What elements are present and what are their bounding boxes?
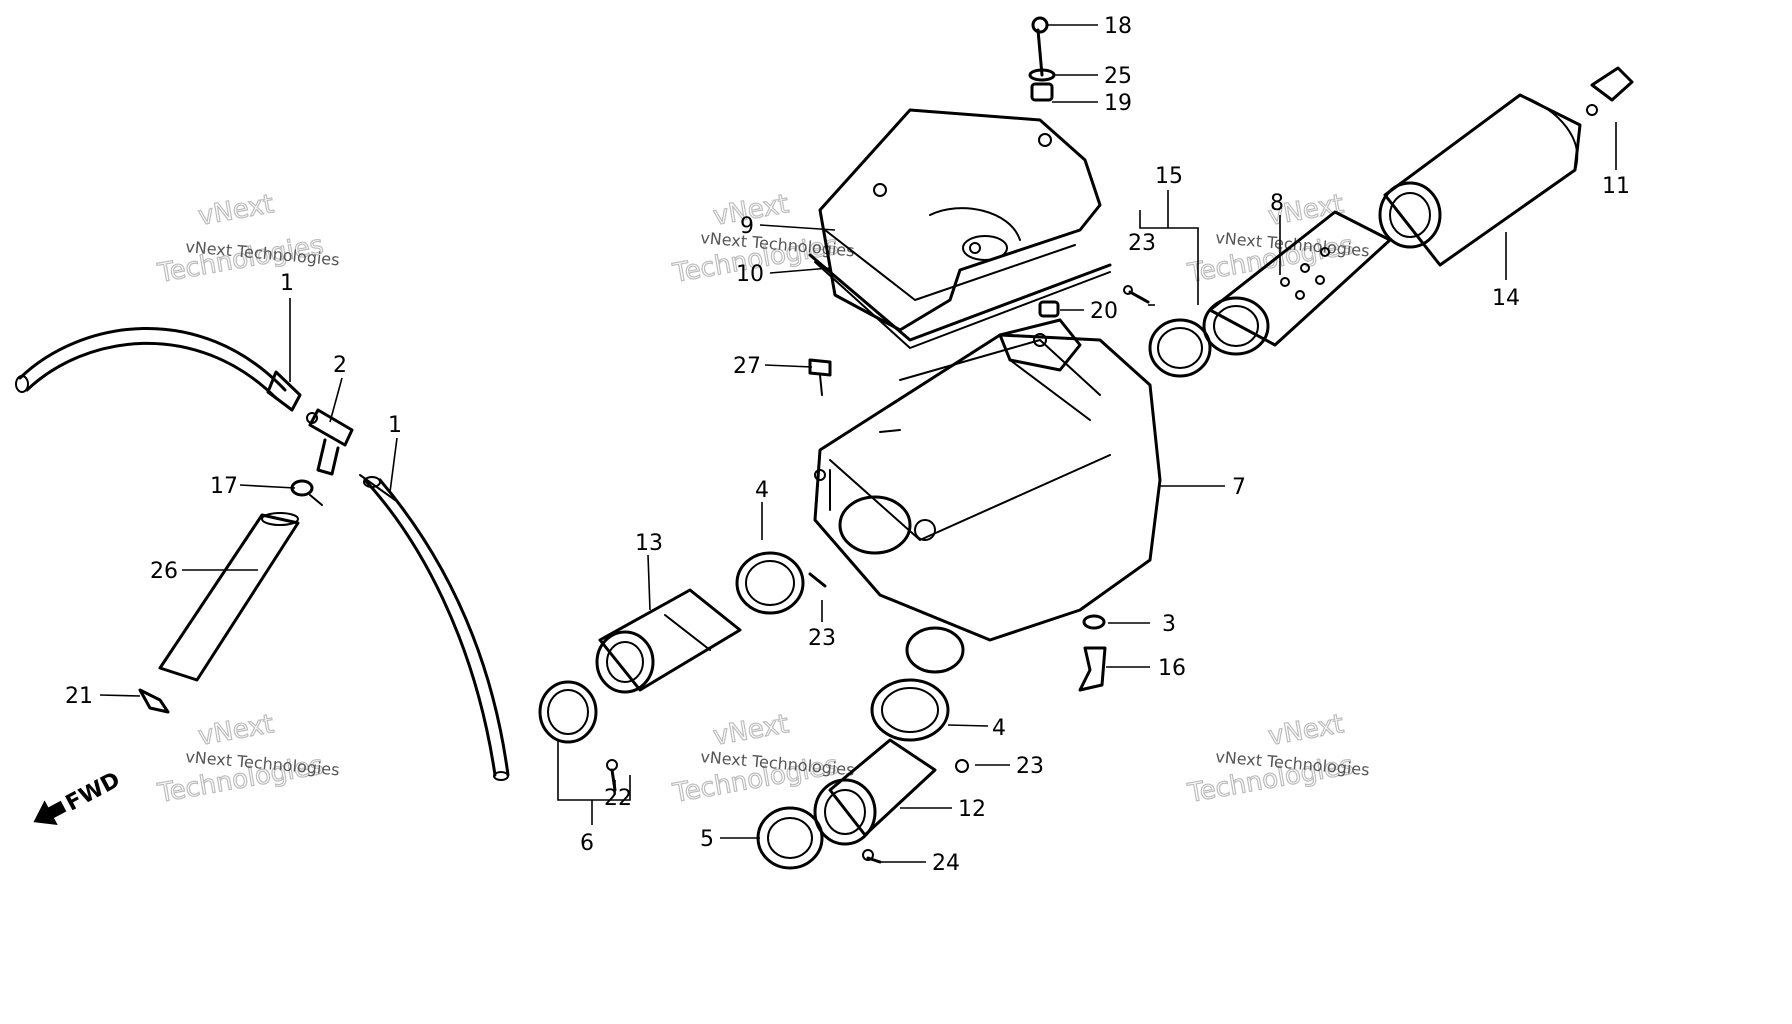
watermark-top-left: vNext Technologies vNext Technologies [154, 189, 340, 290]
callout-7: 7 [1232, 475, 1246, 500]
callout-2: 2 [333, 353, 347, 378]
nut-20 [1038, 300, 1060, 318]
callout-22: 22 [604, 786, 632, 811]
band-15 [1148, 318, 1212, 378]
drain-plug-tube-26 [158, 512, 300, 682]
band-5 [756, 806, 824, 870]
callout-4-lower: 4 [992, 716, 1006, 741]
callout-27: 27 [733, 354, 761, 379]
element-case [1378, 93, 1582, 267]
callout-15: 15 [1155, 164, 1183, 189]
callout-19: 19 [1104, 91, 1132, 116]
callout-21: 21 [65, 684, 93, 709]
watermark-bottom-right: vNext Technologies vNext Technologies [1184, 709, 1370, 810]
callout-23-mid: 23 [808, 626, 836, 651]
drain-plug-16 [1078, 646, 1107, 692]
callout-20: 20 [1090, 299, 1118, 324]
callout-18: 18 [1104, 14, 1132, 39]
svg-text:vNext: vNext [1266, 709, 1346, 752]
callout-1-left: 1 [280, 271, 294, 296]
callout-13: 13 [635, 531, 663, 556]
callout-24: 24 [932, 851, 960, 876]
callout-8: 8 [1270, 191, 1284, 216]
watermark-bottom-left: vNext Technologies vNext Technologies [154, 709, 340, 810]
band-4-lower [870, 678, 950, 742]
clip-3 [1082, 614, 1106, 630]
air-cleaner-case [813, 318, 1162, 674]
clip-17 [290, 479, 323, 506]
fwd-label: FWD [62, 767, 125, 816]
drain-tube-right [359, 474, 510, 781]
callout-9: 9 [740, 214, 754, 239]
bolt-18 [1031, 16, 1049, 77]
collar-19 [1030, 82, 1054, 102]
drain-tube-left [15, 326, 302, 412]
connecting-tube-12 [813, 738, 937, 846]
callout-4-upper: 4 [755, 478, 769, 503]
callout-17: 17 [210, 474, 238, 499]
callout-11: 11 [1602, 174, 1630, 199]
cover-gasket [808, 253, 1112, 349]
callout-23-top: 23 [1128, 231, 1156, 256]
case-cover [818, 108, 1102, 332]
watermark-bottom-center: vNext Technologies vNext Technologies [669, 709, 855, 810]
bolt-27 [808, 358, 832, 396]
callout-16: 16 [1158, 656, 1186, 681]
screw-24 [862, 849, 882, 864]
band-4-upper [735, 551, 805, 615]
callout-12: 12 [958, 797, 986, 822]
callout-14: 14 [1492, 286, 1520, 311]
screw-23-lower [955, 759, 969, 773]
screw-23-mid [808, 572, 827, 588]
screw-23-top [1123, 285, 1150, 304]
leader-lines [99, 24, 1617, 863]
callout-25: 25 [1104, 64, 1132, 89]
callout-1-right: 1 [388, 413, 402, 438]
band-6 [538, 680, 598, 744]
callout-23-lower: 23 [1016, 754, 1044, 779]
fwd-arrow: FWD [33, 767, 125, 826]
clip-21 [138, 688, 170, 714]
callout-3: 3 [1162, 612, 1176, 637]
callout-26: 26 [150, 559, 178, 584]
callout-6: 6 [580, 831, 594, 856]
svg-text:vNext: vNext [711, 709, 791, 752]
band-11 [1586, 66, 1634, 116]
t-joint [306, 408, 354, 476]
connecting-tube-13 [595, 588, 742, 694]
fwd-arrow-icon [33, 800, 67, 826]
svg-text:vNext: vNext [196, 189, 276, 232]
callout-labels: 1 2 1 17 26 21 18 25 19 9 10 20 27 7 3 1… [65, 14, 1630, 876]
callout-5: 5 [700, 827, 714, 852]
svg-text:vNext: vNext [196, 709, 276, 752]
callout-10: 10 [736, 262, 764, 287]
